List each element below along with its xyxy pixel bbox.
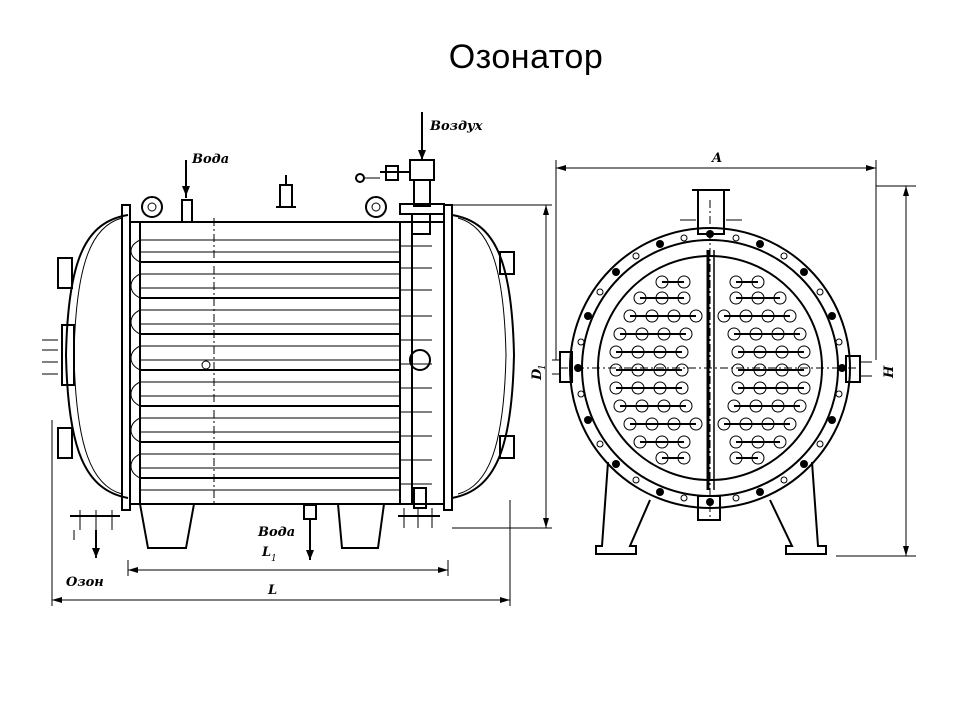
end-support-right [769,461,827,555]
flange-bolts [574,230,846,506]
support-left [139,503,195,549]
tube-bundle [130,239,432,491]
label-ozone: Озон [66,575,104,590]
lifting-lug-left [141,196,163,218]
right-bottom-fittings [398,487,440,528]
right-flange [443,204,453,511]
label-L1: L [261,545,271,560]
lifting-lug-right [365,196,387,218]
label-L: L [267,583,277,598]
label-D1: D [530,368,545,381]
end-left-fitting [559,351,573,383]
left-flange [121,204,131,511]
tube-ends [609,275,811,465]
ozone-outlet-fittings [70,510,120,558]
top-valve [279,184,293,208]
end-right-fitting [845,355,861,383]
air-inlet-assembly [355,112,445,235]
end-support-left [595,461,651,555]
label-D1-sub: 1 [538,364,548,370]
side-view [42,112,552,606]
label-water-inlet: Вода [191,152,229,167]
shell [129,221,445,505]
page-title: Озонатор [448,38,604,76]
label-A: A [710,151,722,166]
right-head [451,214,516,499]
water-outlet-nozzle [303,504,317,520]
left-head [64,214,129,499]
water-inlet-nozzle [181,199,193,223]
label-water-outlet: Вода [257,525,295,540]
label-H: H [882,365,897,379]
end-view [552,160,916,557]
label-L1-sub: 1 [271,554,277,564]
support-right [337,503,385,549]
label-air: Воздух [429,119,483,134]
